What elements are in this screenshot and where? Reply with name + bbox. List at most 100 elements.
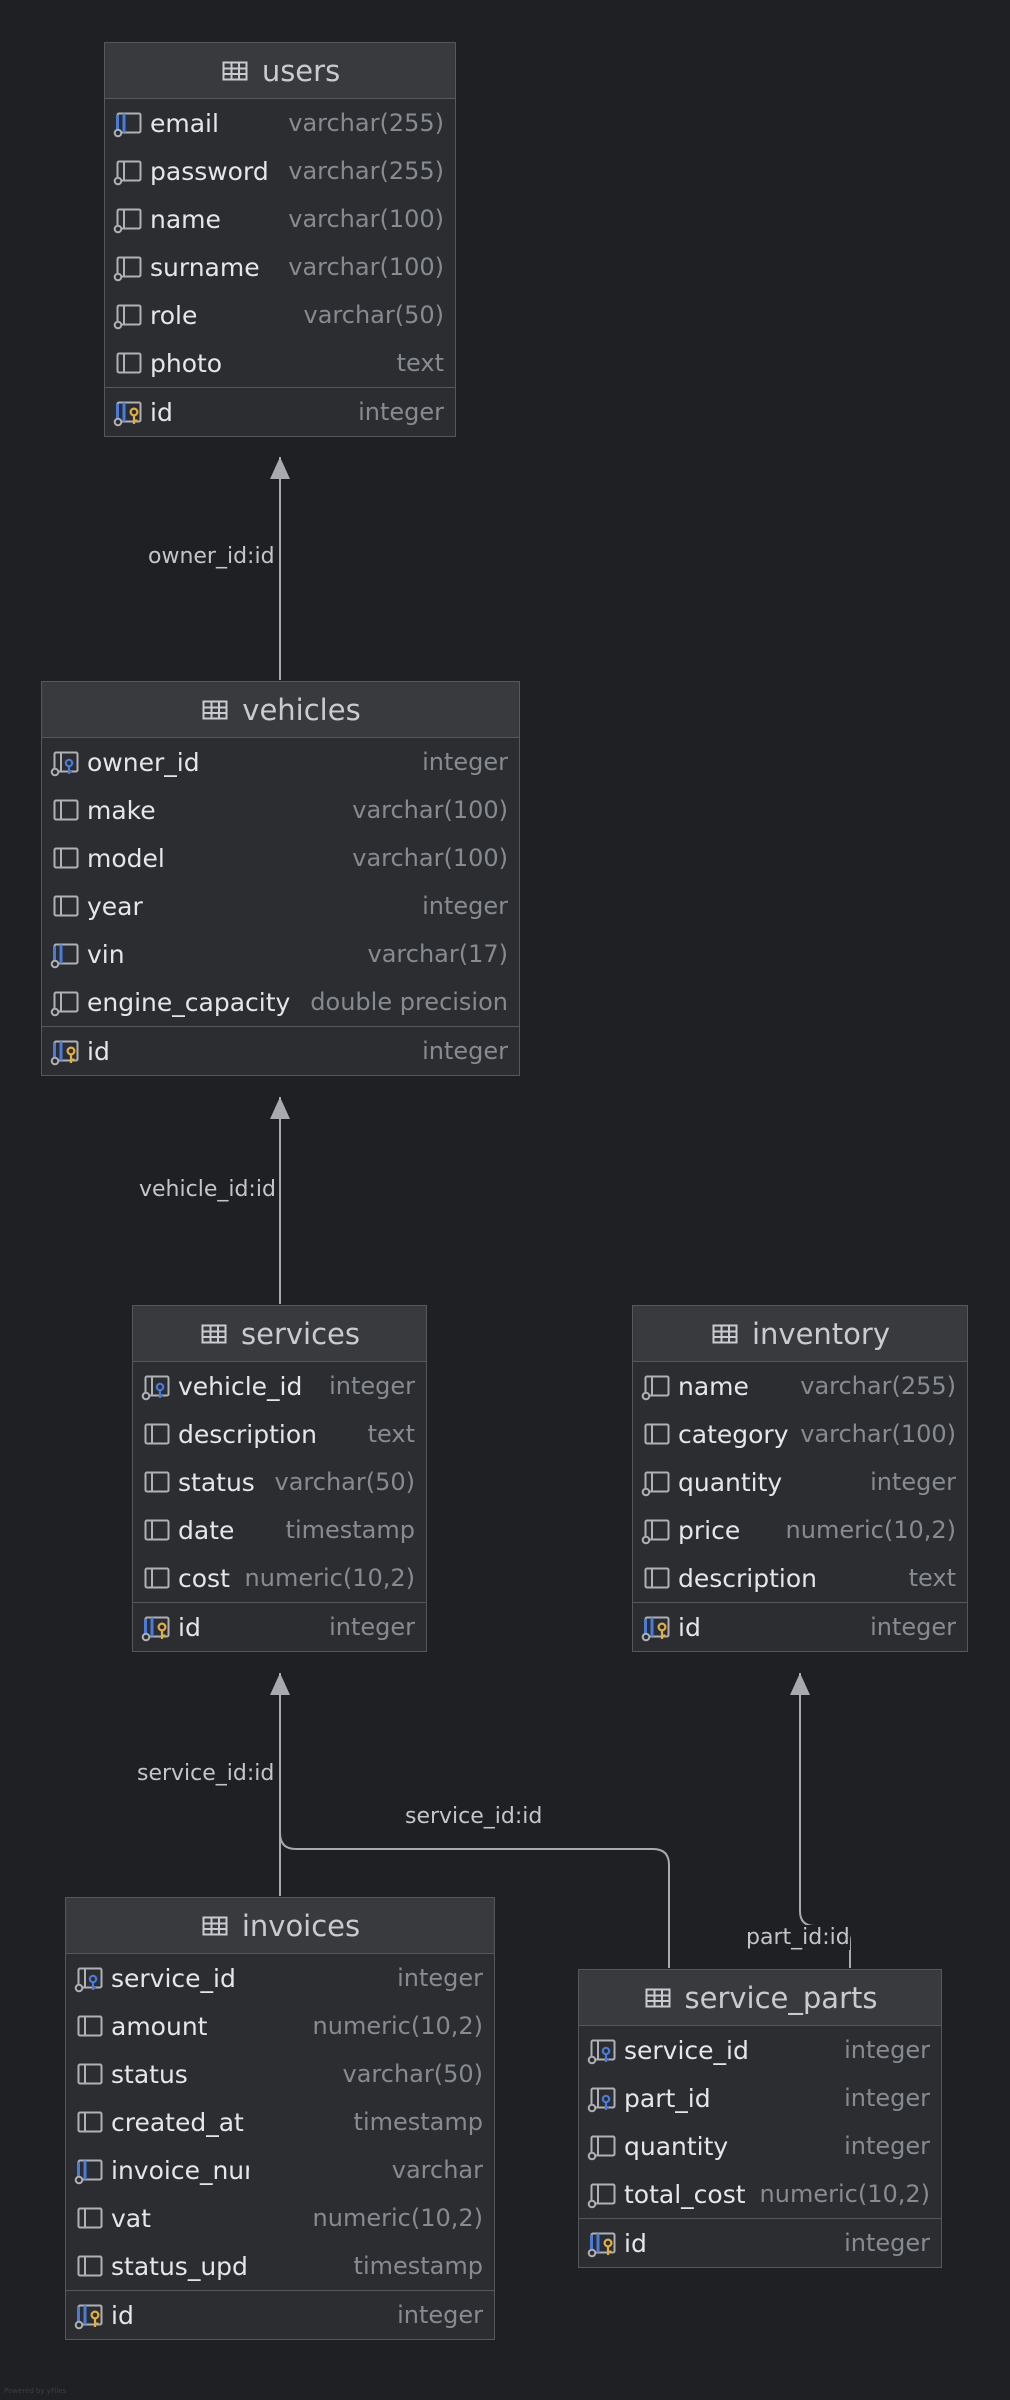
column-name: vin <box>87 939 125 969</box>
column-type: text <box>904 1564 956 1592</box>
unique-column-icon <box>74 2154 106 2186</box>
table-header[interactable]: service_parts <box>579 1970 941 2026</box>
primary-key-icon <box>641 1611 673 1643</box>
column-type: integer <box>418 892 508 920</box>
column-type: timestamp <box>349 2108 483 2136</box>
column-row[interactable]: description text <box>633 1554 967 1602</box>
column-name: owner_id <box>87 747 200 777</box>
column-row[interactable]: year integer <box>42 882 519 930</box>
not-null-column-icon <box>113 299 145 331</box>
column-name: photo <box>150 348 223 378</box>
column-type: varchar(50) <box>299 301 444 329</box>
table-icon <box>710 1319 740 1349</box>
column-icon <box>50 890 82 922</box>
column-name: status <box>178 1467 255 1497</box>
column-row[interactable]: make varchar(100) <box>42 786 519 834</box>
table-header[interactable]: vehicles <box>42 682 519 738</box>
table-name: service_parts <box>684 1980 878 2015</box>
column-name: id <box>624 2228 647 2258</box>
column-name: date <box>178 1515 235 1545</box>
primary-key-icon <box>74 2299 106 2331</box>
table-header[interactable]: inventory <box>633 1306 967 1362</box>
column-type: integer <box>418 1037 508 1065</box>
column-type: numeric(10,2) <box>308 2012 483 2040</box>
relation-line[interactable] <box>279 1673 670 1968</box>
primary-key-row[interactable]: id integer <box>105 387 455 436</box>
column-name: make <box>87 795 156 825</box>
column-type: varchar(50) <box>270 1468 415 1496</box>
not-null-column-icon <box>113 203 145 235</box>
column-name: description <box>678 1563 818 1593</box>
column-row[interactable]: date timestamp <box>133 1506 426 1554</box>
column-name: engine_capacity <box>87 987 291 1017</box>
column-icon <box>50 794 82 826</box>
column-icon <box>141 1562 173 1594</box>
not-null-column-icon <box>587 2130 619 2162</box>
column-name: category <box>678 1419 789 1449</box>
column-icon <box>74 2058 106 2090</box>
column-row[interactable]: invoice_numbervarchar <box>66 2146 494 2194</box>
column-name: id <box>150 397 173 427</box>
table-icon <box>643 1983 673 2013</box>
table-name: inventory <box>751 1316 891 1351</box>
column-type: timestamp <box>281 1516 415 1544</box>
table-header[interactable]: services <box>133 1306 426 1362</box>
column-name: year <box>87 891 143 921</box>
column-type: varchar(100) <box>348 796 508 824</box>
table-icon <box>220 56 250 86</box>
column-type: varchar(255) <box>796 1372 956 1400</box>
column-icon <box>74 2250 106 2282</box>
table-header[interactable]: invoices <box>66 1898 494 1954</box>
column-icon <box>141 1418 173 1450</box>
column-name: price <box>678 1515 741 1545</box>
relation-label: service_id:id <box>137 1761 275 1786</box>
relation-line[interactable] <box>799 1673 851 1968</box>
column-name: email <box>150 108 219 138</box>
column-name: quantity <box>678 1467 783 1497</box>
column-row[interactable]: status varchar(50) <box>133 1458 426 1506</box>
table-header[interactable]: users <box>105 43 455 99</box>
primary-key-icon <box>141 1611 173 1643</box>
column-name: vat <box>111 2203 151 2233</box>
column-type: integer <box>354 398 444 426</box>
